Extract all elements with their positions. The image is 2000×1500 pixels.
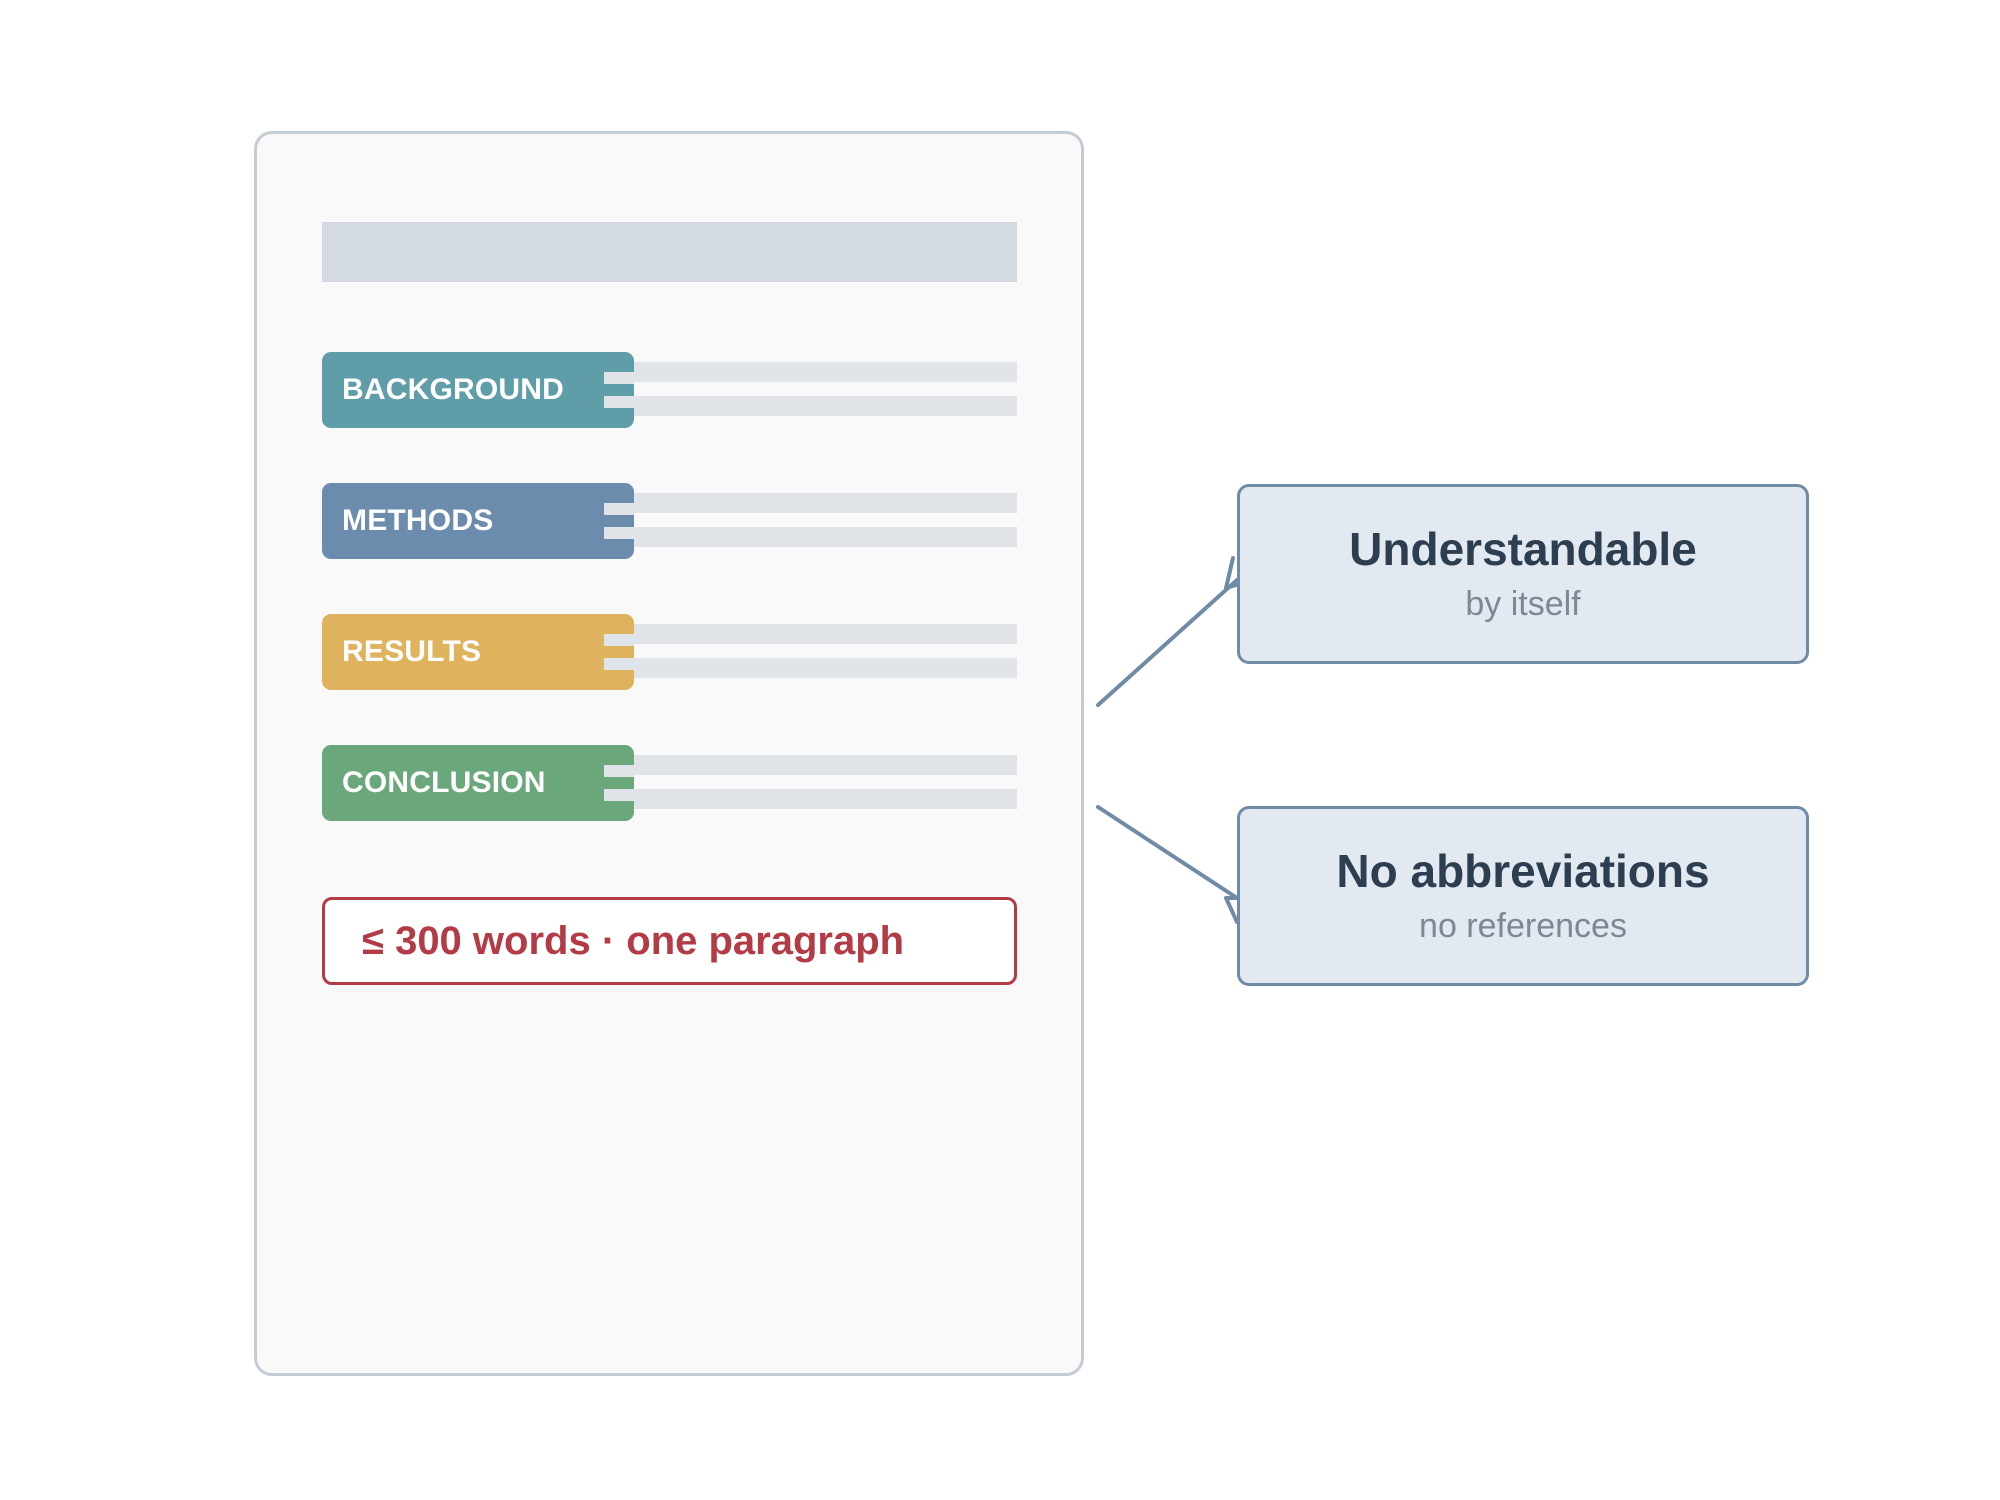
text-line-placeholder — [602, 789, 1017, 809]
section-results: RESULTS — [322, 614, 1017, 690]
connector-line-abbreviations — [1096, 805, 1239, 900]
tag-notch — [604, 396, 634, 408]
title-placeholder-bar — [322, 222, 1017, 282]
connector-line-understandable — [1096, 578, 1239, 707]
section-tag-results: RESULTS — [322, 614, 634, 690]
text-line-placeholder — [602, 624, 1017, 644]
section-tag-methods: METHODS — [322, 483, 634, 559]
section-conclusion: CONCLUSION — [322, 745, 1017, 821]
section-tag-background: BACKGROUND — [322, 352, 634, 428]
text-line-placeholder — [602, 493, 1017, 513]
section-methods: METHODS — [322, 483, 1017, 559]
text-line-placeholder — [602, 755, 1017, 775]
section-tag-conclusion: CONCLUSION — [322, 745, 634, 821]
tag-notch — [604, 658, 634, 670]
tag-notch — [604, 372, 634, 384]
text-line-placeholder — [602, 658, 1017, 678]
tag-notch — [604, 634, 634, 646]
word-limit-box: ≤ 300 words · one paragraph — [322, 897, 1017, 985]
text-line-placeholder — [602, 527, 1017, 547]
text-line-placeholder — [602, 362, 1017, 382]
tag-notch — [604, 765, 634, 777]
callout-no-abbreviations: No abbreviations no references — [1237, 806, 1809, 986]
callout-heading: No abbreviations — [1336, 845, 1710, 898]
callout-subtext: no references — [1419, 906, 1627, 945]
callout-understandable: Understandable by itself — [1237, 484, 1809, 664]
callout-subtext: by itself — [1465, 584, 1581, 623]
tag-notch — [604, 527, 634, 539]
tag-notch — [604, 503, 634, 515]
tag-notch — [604, 789, 634, 801]
callout-heading: Understandable — [1349, 523, 1697, 576]
section-background: BACKGROUND — [322, 352, 1017, 428]
text-line-placeholder — [602, 396, 1017, 416]
